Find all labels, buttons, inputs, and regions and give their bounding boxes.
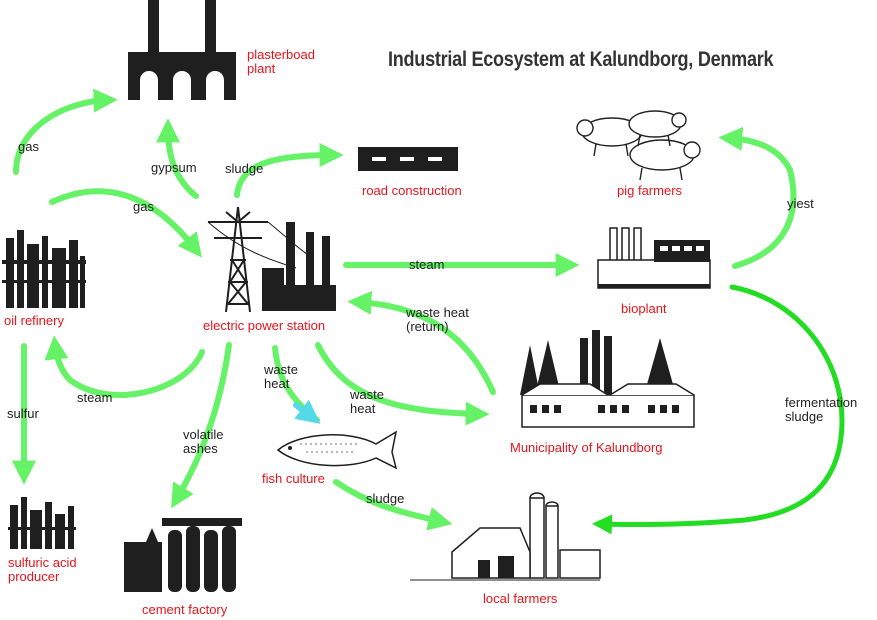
fish-icon (276, 430, 398, 470)
node-sulfuric-acid-line2: producer (8, 569, 60, 584)
flow-label-gas-top: gas (18, 139, 39, 154)
node-fish-culture: fish culture (262, 471, 325, 486)
flow-label-volatile-ashes-line2: ashes (183, 441, 218, 456)
node-sulfuric-acid-line1: sulfuric acid (8, 555, 77, 570)
arrow-ashes-to-cement (171, 342, 232, 509)
flow-label-volatile-ashes-line1: volatile (183, 427, 224, 442)
arrow-gas-to-power-station (49, 188, 202, 258)
flow-label-fermentation-sludge: fermentation sludge (785, 396, 857, 424)
road-icon (358, 147, 458, 171)
farm-icon (410, 492, 601, 581)
flow-label-gypsum: gypsum (151, 160, 197, 175)
flow-label-waste-heat-fish-line1: waste (264, 362, 298, 377)
node-plasterboard-plant-line2: plant (247, 61, 276, 76)
flow-label-waste-heat-municipality-line2: heat (350, 401, 376, 416)
node-plasterboard-plant: plasterboad plant (247, 48, 315, 76)
bioplant-icon (597, 227, 711, 289)
refinery-icon (2, 230, 86, 308)
pig-icon (576, 110, 701, 181)
flow-label-fermentation-sludge-line1: fermentation (785, 395, 858, 410)
flow-label-steam-refinery: steam (77, 390, 113, 405)
flow-arrows (11, 88, 797, 531)
diagram-title: Industrial Ecosystem at Kalundborg, Denm… (388, 48, 774, 71)
node-oil-refinery: oil refinery (4, 313, 64, 328)
arrow-gypsum-to-plasterboard (156, 118, 199, 199)
flow-label-sludge-farmers: sludge (366, 491, 405, 506)
flow-label-sludge-road: sludge (225, 161, 264, 176)
flow-label-volatile-ashes: volatile ashes (183, 428, 223, 456)
node-municipality: Municipality of Kalundborg (510, 440, 663, 455)
flow-label-waste-heat-return-line2: (return) (406, 319, 449, 334)
flow-label-waste-heat-municipality-line1: waste (350, 387, 384, 402)
flow-label-fermentation-sludge-line2: sludge (785, 409, 824, 424)
node-cement-factory: cement factory (142, 602, 228, 617)
factory-icon (128, 0, 236, 100)
town-icon (520, 330, 695, 428)
node-electric-power-station: electric power station (203, 318, 326, 333)
flow-label-steam-bioplant: steam (409, 257, 445, 272)
flow-label-sulfur: sulfur (7, 406, 39, 421)
cement-factory-icon (124, 518, 242, 592)
node-plasterboard-plant-line1: plasterboad (247, 47, 315, 62)
flow-label-gas-mid: gas (133, 199, 154, 214)
power-station-icon (262, 222, 336, 311)
flow-label-yiest: yiest (787, 196, 814, 211)
node-bioplant: bioplant (621, 301, 667, 316)
flow-label-waste-heat-return: waste heat (return) (406, 306, 469, 334)
node-road-construction: road construction (362, 183, 462, 198)
arrow-steam-to-refinery (44, 335, 205, 398)
arrow-yiest-to-pig-farmers (718, 126, 797, 269)
acid-plant-icon (8, 497, 76, 549)
flow-label-waste-heat-fish-line2: heat (264, 376, 290, 391)
node-sulfuric-acid-producer: sulfuric acid producer (8, 556, 77, 584)
flow-label-waste-heat-return-line1: waste heat (406, 305, 469, 320)
arrow-fermentation-sludge (592, 284, 845, 535)
arrow-waste-heat-to-municipality (315, 342, 490, 426)
flow-label-waste-heat-fish: waste heat (264, 363, 298, 391)
flow-label-waste-heat-municipality: waste heat (350, 388, 384, 416)
arrow-waste-heat-to-fish-tip (293, 399, 321, 424)
node-pig-farmers: pig farmers (617, 183, 683, 198)
arrow-sludge-to-local-farmers (333, 479, 453, 531)
arrow-waste-heat-return (347, 290, 496, 395)
arrow-gas-to-plasterboard (13, 88, 118, 175)
arrow-sludge-to-road (234, 143, 344, 198)
node-local-farmers: local farmers (483, 591, 558, 606)
